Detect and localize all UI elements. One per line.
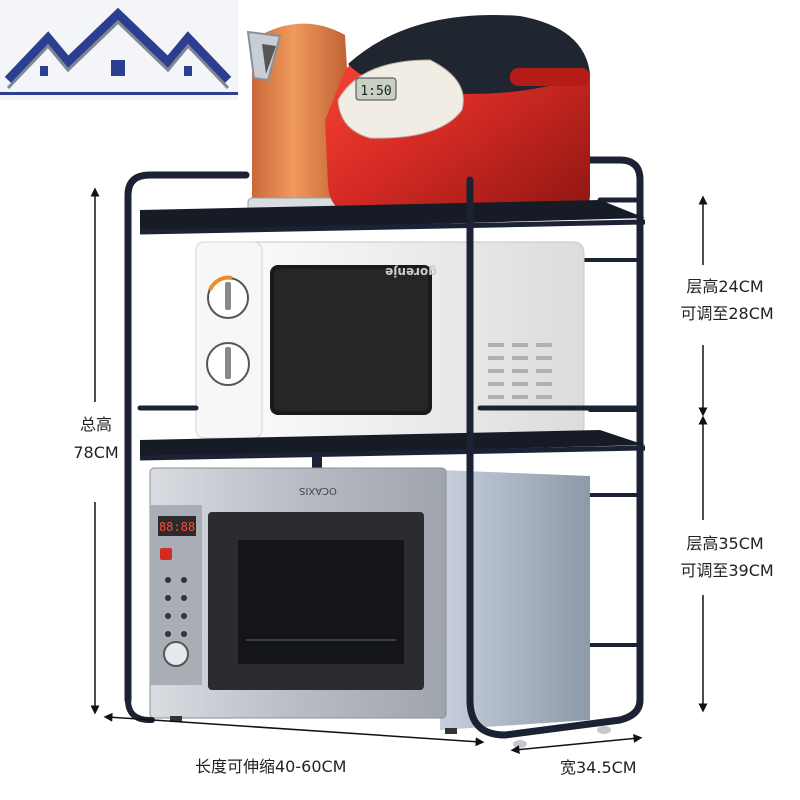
total-height-value: 78CM xyxy=(73,443,119,462)
middle-shelf xyxy=(139,430,646,471)
lower-tier-height: 层高35CM xyxy=(686,534,764,553)
lower-tier-adjustable: 可调至39CM xyxy=(680,561,774,580)
microwave-brand: gorenje xyxy=(385,265,437,279)
length-label: 长度可伸缩40-60CM xyxy=(195,757,347,776)
rack-frame-front xyxy=(124,171,644,739)
upper-tier-adjustable: 可调至28CM xyxy=(680,304,774,323)
width-arrow xyxy=(510,733,643,755)
oven-display: 88:88 xyxy=(159,520,195,534)
width-label: 宽34.5CM xyxy=(560,758,637,777)
rack-foot xyxy=(513,740,527,748)
length-arrow xyxy=(103,712,485,747)
top-shelf xyxy=(139,200,646,235)
rice-cooker-display: 1:50 xyxy=(360,84,391,99)
rice-cooker: 1:50 xyxy=(325,15,590,218)
upper-tier-height: 层高24CM xyxy=(686,277,764,296)
total-height-title: 总高 xyxy=(79,415,112,434)
brand-logo xyxy=(0,0,238,100)
rack-foot xyxy=(597,726,611,734)
oven-brand: OCAXIS xyxy=(299,485,337,496)
toaster-oven: 88:88 OCAXIS xyxy=(149,467,590,734)
microwave: gorenje xyxy=(195,241,585,439)
